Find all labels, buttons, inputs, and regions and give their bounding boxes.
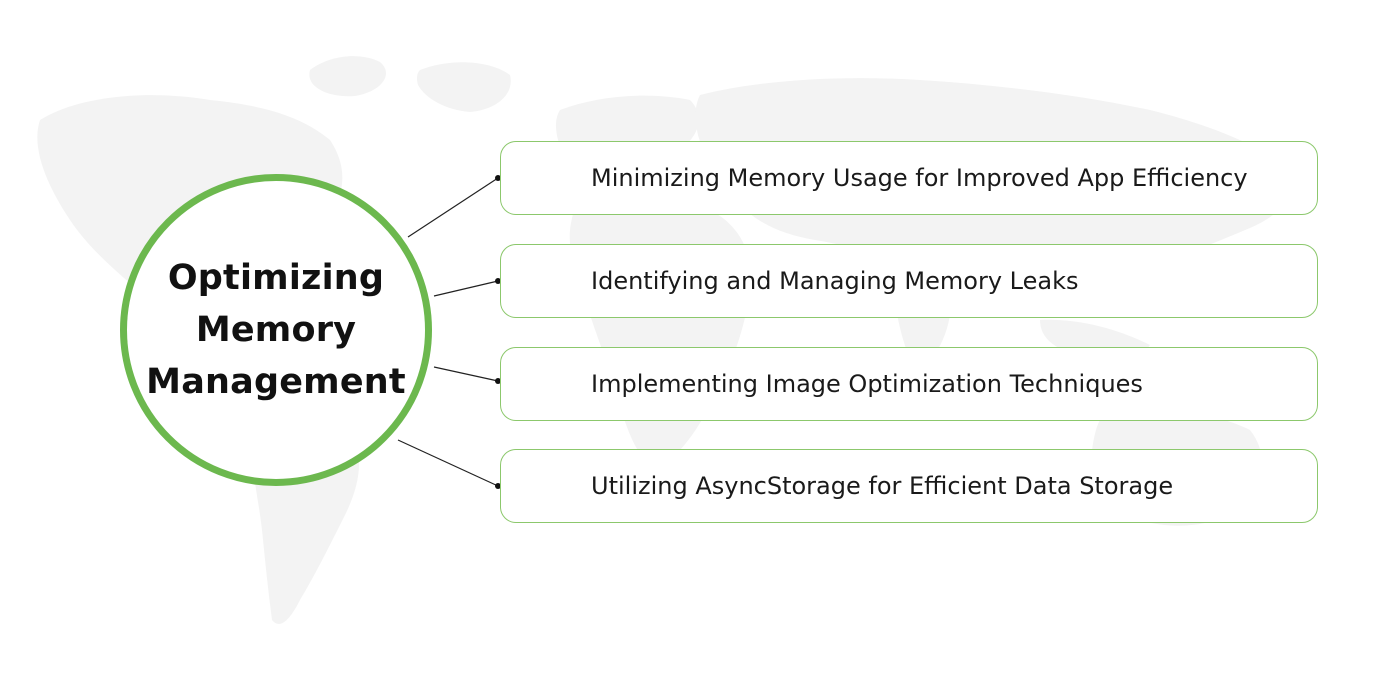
topic-label-1: Minimizing Memory Usage for Improved App…: [591, 164, 1248, 192]
topic-label-3: Implementing Image Optimization Techniqu…: [591, 370, 1143, 398]
topic-box-4: Utilizing AsyncStorage for Efficient Dat…: [500, 449, 1318, 523]
topic-box-3: Implementing Image Optimization Techniqu…: [500, 347, 1318, 421]
topic-box-2: Identifying and Managing Memory Leaks: [500, 244, 1318, 318]
topic-label-4: Utilizing AsyncStorage for Efficient Dat…: [591, 472, 1174, 500]
central-topic-circle: Optimizing Memory Management: [120, 174, 432, 486]
topic-label-2: Identifying and Managing Memory Leaks: [591, 267, 1079, 295]
topic-box-1: Minimizing Memory Usage for Improved App…: [500, 141, 1318, 215]
central-topic-title: Optimizing Memory Management: [146, 258, 406, 402]
